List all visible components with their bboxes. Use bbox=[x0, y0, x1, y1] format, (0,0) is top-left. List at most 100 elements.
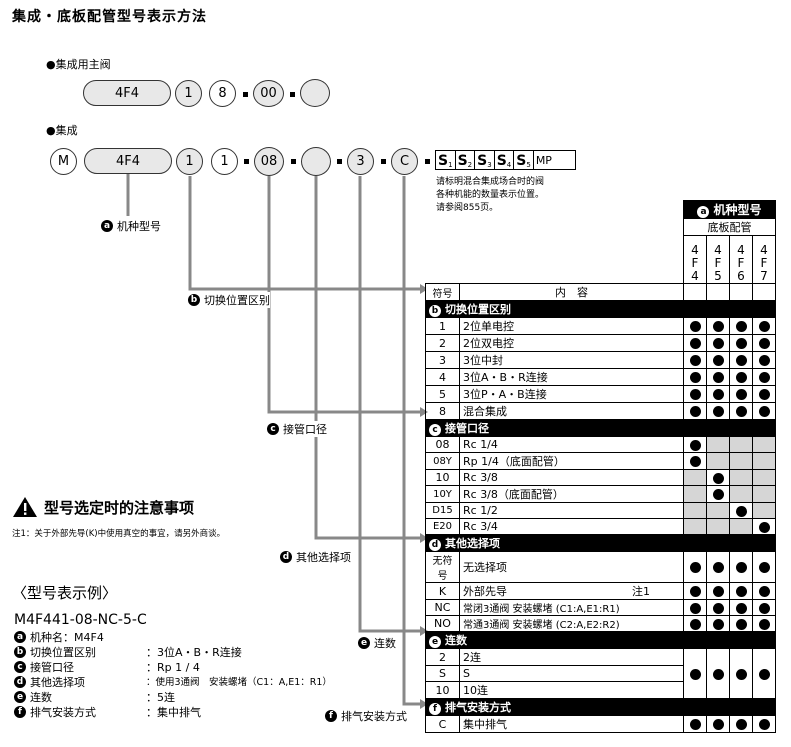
mark-cell bbox=[752, 368, 776, 386]
row-desc: Rc 3/8 bbox=[459, 469, 684, 486]
mark-cell bbox=[683, 469, 707, 486]
mark-cell bbox=[752, 485, 776, 503]
row-desc: Rp 1/4（底面配管） bbox=[459, 452, 684, 470]
row-code: 10 bbox=[425, 681, 460, 699]
row-desc: Rc 1/4 bbox=[459, 436, 684, 453]
mp-box: MP bbox=[535, 153, 552, 167]
mark-cell bbox=[752, 317, 776, 335]
example-heading: 〈型号表示例〉 bbox=[12, 584, 118, 602]
mark-cell bbox=[683, 351, 707, 369]
mark-cell bbox=[706, 551, 730, 583]
mark-cell bbox=[706, 385, 730, 403]
mark-cell bbox=[729, 485, 753, 503]
row-desc: S bbox=[459, 665, 684, 682]
mark-cell bbox=[729, 469, 753, 486]
table-row: 无符号无选择项 bbox=[425, 551, 776, 583]
row-code: 3 bbox=[425, 351, 460, 369]
mark-cell bbox=[729, 334, 753, 352]
mark-cell bbox=[706, 599, 730, 616]
mark-cell bbox=[706, 469, 730, 486]
row-code: E20 bbox=[425, 518, 460, 535]
row-code: NO bbox=[425, 615, 460, 632]
row-desc: 3位A・B・R连接 bbox=[459, 368, 684, 386]
mark-cell bbox=[683, 368, 707, 386]
row-desc: Rc 3/8（底面配管） bbox=[459, 485, 684, 503]
row-desc: 2位双电控 bbox=[459, 334, 684, 352]
mark-cell bbox=[683, 317, 707, 335]
dash-icon bbox=[425, 159, 430, 164]
head-sub: 底板配管 bbox=[683, 218, 776, 236]
main-valve-heading: ●集成用主阀 bbox=[46, 58, 111, 71]
row-code: 1 bbox=[425, 317, 460, 335]
mark-cell bbox=[729, 351, 753, 369]
row-code: D15 bbox=[425, 502, 460, 519]
mf-part-1: 1 bbox=[211, 148, 238, 175]
mark-cell bbox=[729, 582, 753, 600]
row-code: 10Y bbox=[425, 485, 460, 503]
mark-cell bbox=[683, 582, 707, 600]
mark-cell bbox=[752, 436, 776, 453]
mark-cell bbox=[706, 582, 730, 600]
row-desc: 集中排气 bbox=[459, 715, 684, 733]
row-code: 8 bbox=[425, 402, 460, 420]
mark-cell bbox=[706, 436, 730, 453]
row-desc: 2连 bbox=[459, 648, 684, 666]
row-desc: 无选择项 bbox=[459, 551, 684, 583]
manifold-heading: ●集成 bbox=[46, 124, 78, 137]
row-code: NC bbox=[425, 599, 460, 616]
mark-cell bbox=[683, 485, 707, 503]
example-model: M4F441-08-NC-5-C bbox=[14, 612, 147, 628]
row-desc: 常闭3通阀 安装螺堵 (C1:A,E1:R1) bbox=[459, 599, 684, 616]
mark-cell bbox=[752, 551, 776, 583]
row-code: 08Y bbox=[425, 452, 460, 470]
mf-part-f: C bbox=[391, 148, 418, 175]
mark-cell bbox=[752, 648, 776, 699]
mark-cell bbox=[706, 334, 730, 352]
mf-part-c: 08 bbox=[254, 147, 284, 176]
row-code: S bbox=[425, 665, 460, 682]
col-content: 内 容 bbox=[459, 283, 684, 301]
dash-icon bbox=[291, 159, 296, 164]
dash-icon bbox=[243, 92, 248, 97]
mark-cell bbox=[729, 317, 753, 335]
row-desc: 3位中封 bbox=[459, 351, 684, 369]
mark-cell bbox=[683, 436, 707, 453]
mark-cell bbox=[752, 334, 776, 352]
dash-icon bbox=[244, 159, 249, 164]
mark-cell bbox=[752, 615, 776, 632]
dash-icon bbox=[337, 159, 342, 164]
mv-part-1: 1 bbox=[175, 80, 202, 107]
mark-cell bbox=[706, 317, 730, 335]
row-code: 08 bbox=[425, 436, 460, 453]
mf-part-e: 3 bbox=[347, 148, 374, 175]
row-code: 2 bbox=[425, 334, 460, 352]
